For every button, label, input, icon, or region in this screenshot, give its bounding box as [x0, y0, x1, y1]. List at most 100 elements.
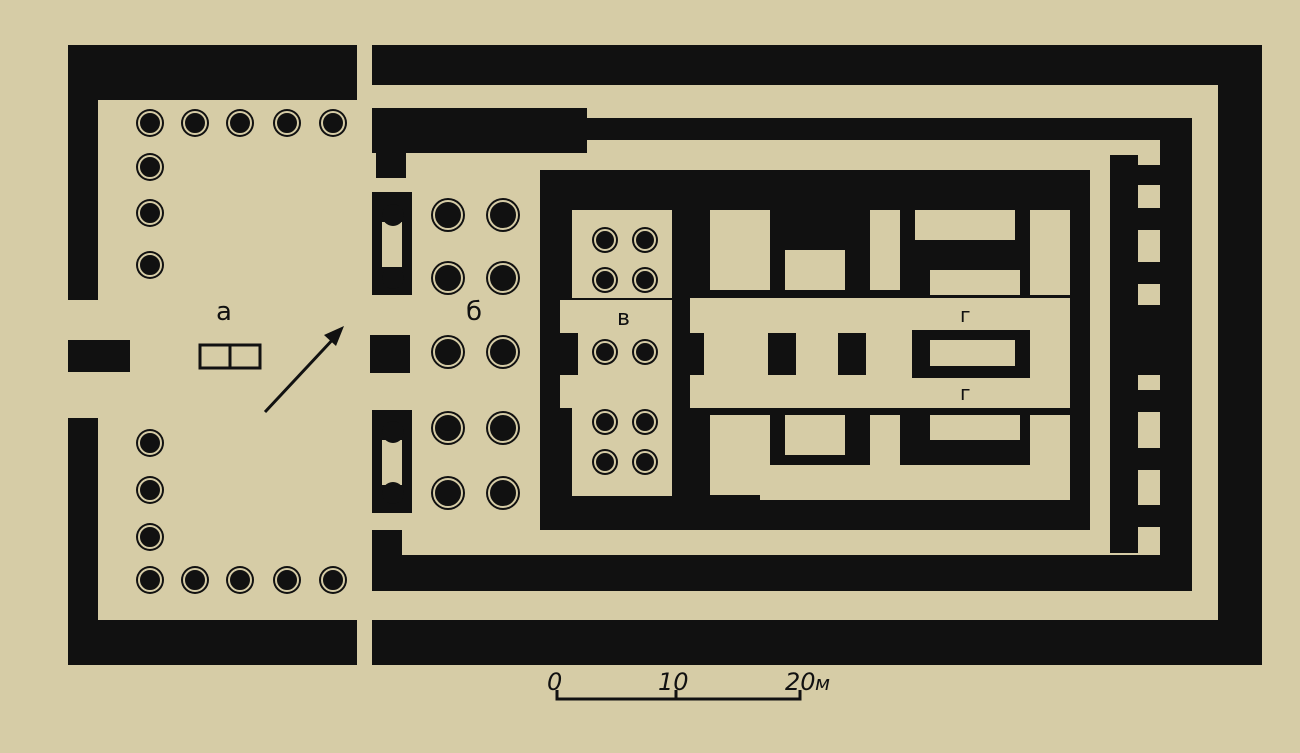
column — [136, 566, 164, 594]
column-ring — [634, 269, 656, 291]
column-ring — [183, 111, 207, 135]
column-ring — [634, 451, 656, 473]
axis-pier — [768, 333, 796, 375]
scale-label-10: 10 — [658, 668, 689, 696]
niche — [1138, 208, 1160, 230]
column-ring — [634, 229, 656, 251]
pylon-column — [382, 421, 404, 443]
inner-bottom-wall — [372, 555, 1192, 591]
column-ring — [634, 341, 656, 363]
column-ring — [321, 111, 345, 135]
column-ring — [433, 337, 463, 367]
label-b: б — [466, 297, 482, 327]
pylon-column — [382, 267, 404, 289]
column — [486, 411, 520, 445]
pylon-pier — [370, 335, 410, 373]
column — [136, 476, 164, 504]
column-ring — [594, 411, 616, 433]
room — [930, 270, 1020, 295]
column-ring — [594, 269, 616, 291]
column-ring — [594, 341, 616, 363]
frame-gap — [382, 222, 402, 267]
column — [273, 109, 301, 137]
column-ring — [488, 337, 518, 367]
room — [870, 210, 900, 290]
column-ring — [138, 478, 162, 502]
pylon-column — [382, 482, 404, 504]
column — [273, 566, 301, 594]
niche — [1138, 262, 1160, 284]
column — [319, 566, 347, 594]
label-a: а — [216, 297, 232, 327]
column-ring — [594, 229, 616, 251]
label-g-lower: г — [960, 381, 971, 405]
column-ring — [433, 478, 463, 508]
scale-bar: 0 10 20 м — [547, 668, 830, 701]
room — [1030, 415, 1070, 500]
column-ring — [488, 200, 518, 230]
column-ring — [138, 155, 162, 179]
column — [431, 261, 465, 295]
room — [760, 465, 1070, 500]
outer-bottom-wall — [372, 620, 1262, 665]
altar — [198, 343, 262, 370]
room — [785, 250, 845, 290]
column — [431, 335, 465, 369]
scale-label-20: 20 — [785, 668, 816, 696]
column — [181, 566, 209, 594]
column — [226, 109, 254, 137]
column-ring — [433, 200, 463, 230]
column-ring — [138, 253, 162, 277]
column-ring — [433, 263, 463, 293]
column — [136, 523, 164, 551]
column — [136, 251, 164, 279]
label-v: в — [617, 306, 630, 331]
column-ring — [228, 568, 252, 592]
columns — [136, 109, 658, 594]
column — [431, 411, 465, 445]
inner-right-wall — [1160, 118, 1192, 591]
column-ring — [634, 411, 656, 433]
column-ring — [138, 431, 162, 455]
column — [431, 198, 465, 232]
column-ring — [321, 568, 345, 592]
column — [136, 153, 164, 181]
court-gate-pier — [68, 340, 130, 372]
column — [181, 109, 209, 137]
pylon-frame-gaps — [382, 222, 402, 485]
outer-right-wall — [1218, 45, 1262, 665]
column — [486, 261, 520, 295]
column-ring — [275, 568, 299, 592]
column-ring — [594, 451, 616, 473]
column-ring — [275, 111, 299, 135]
axis-pier — [838, 333, 866, 375]
pylon-pier — [372, 530, 402, 558]
court-bottom-wall — [72, 620, 357, 665]
niche — [1138, 165, 1160, 185]
column-ring — [138, 568, 162, 592]
label-g-upper: г — [960, 303, 971, 327]
column-ring — [138, 525, 162, 549]
column — [431, 476, 465, 510]
column-ring — [138, 201, 162, 225]
frame-gap — [382, 440, 402, 485]
outer-top-wall — [372, 45, 1262, 85]
column — [486, 476, 520, 510]
room — [1030, 210, 1070, 295]
niche — [1138, 448, 1160, 470]
column — [136, 199, 164, 227]
court-top-wall — [72, 45, 357, 100]
entrance-arrow — [263, 326, 344, 414]
shrine-block — [1128, 305, 1162, 375]
column-ring — [488, 263, 518, 293]
column-ring — [433, 413, 463, 443]
column — [319, 109, 347, 137]
room — [710, 210, 770, 290]
barque-stand — [930, 340, 1015, 366]
court-left-wall-upper — [68, 45, 98, 300]
column — [136, 109, 164, 137]
column — [486, 335, 520, 369]
column-ring — [138, 111, 162, 135]
room — [915, 210, 1015, 240]
